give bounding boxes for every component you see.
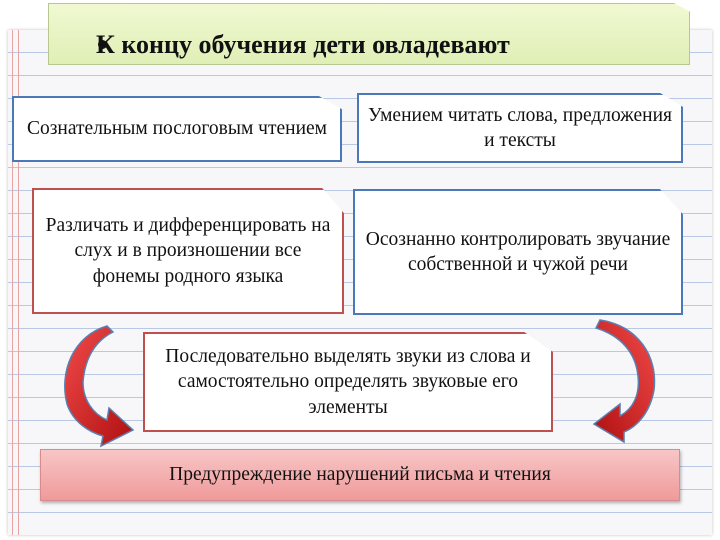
margin-line bbox=[12, 30, 13, 535]
box-label: Сознательным послоговым чтением bbox=[26, 118, 328, 140]
box-distinguish-phonemes: Различать и дифференцировать на слух и в… bbox=[32, 188, 344, 314]
box-control-speech: Осознанно контролировать звучание собств… bbox=[353, 189, 683, 315]
box-label: Умением читать слова, предложения и текс… bbox=[368, 104, 672, 151]
curved-arrow-down-right-icon bbox=[64, 325, 135, 448]
box-read-words: Умением читать слова, предложения и текс… bbox=[357, 93, 683, 163]
bullet-icon bbox=[98, 40, 107, 49]
margin-line bbox=[18, 30, 19, 535]
header-banner bbox=[48, 3, 690, 65]
prevention-banner: Предупреждение нарушений письма и чтения bbox=[40, 449, 680, 501]
page-title: К концу обучения дети овладевают bbox=[96, 30, 510, 59]
box-syllabic-reading: Сознательным послоговым чтением bbox=[12, 96, 342, 162]
banner-label: Предупреждение нарушений письма и чтения bbox=[169, 464, 551, 485]
curved-arrow-down-left-icon bbox=[592, 319, 656, 444]
box-label: Осознанно контролировать звучание собств… bbox=[365, 228, 671, 275]
box-sound-analysis: Последовательно выделять звуки из слова … bbox=[143, 332, 553, 432]
box-label: Последовательно выделять звуки из слова … bbox=[165, 345, 531, 418]
box-label: Различать и дифференцировать на слух и в… bbox=[45, 214, 331, 287]
